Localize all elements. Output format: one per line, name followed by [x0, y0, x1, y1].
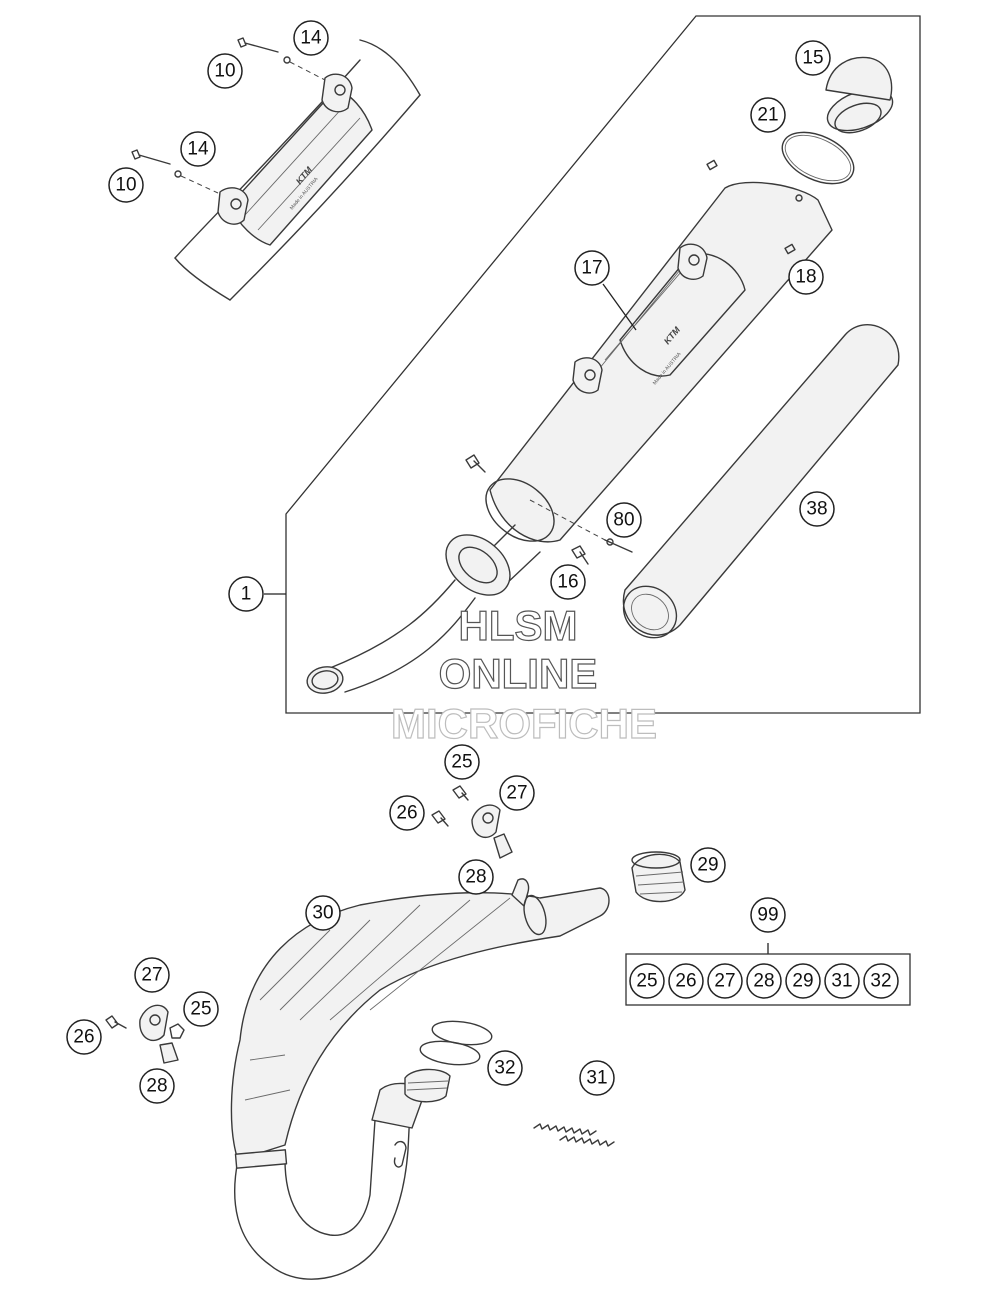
svg-text:16: 16	[557, 572, 578, 593]
silencer-outer-sleeve	[622, 324, 900, 639]
callout-27-upper: 27	[499, 775, 535, 811]
callout-28-lower: 28	[139, 1068, 175, 1104]
svg-text:28: 28	[465, 867, 486, 888]
watermark: HLSM ONLINE MICROFICHE	[390, 601, 657, 747]
callout-10-upper: 10	[207, 53, 243, 89]
callout-26-lower: 26	[66, 1019, 102, 1055]
svg-text:26: 26	[675, 971, 696, 992]
svg-text:32: 32	[870, 971, 891, 992]
callout-1: 1	[228, 576, 264, 612]
lower-bracket-set	[105, 1004, 185, 1064]
callout-14-lower: 14	[180, 131, 216, 167]
header-o-ring-lower	[419, 1040, 481, 1066]
kit-item-27: 27	[707, 963, 743, 999]
callout-99: 99	[750, 897, 786, 933]
callout-25-lower: 25	[183, 991, 219, 1027]
inset-muffler-mount: KTM Made in AUSTRIA	[131, 37, 421, 301]
callout-18: 18	[788, 259, 824, 295]
svg-text:31: 31	[831, 971, 852, 992]
svg-text:28: 28	[753, 971, 774, 992]
callout-25-upper: 25	[444, 744, 480, 780]
svg-text:17: 17	[581, 258, 602, 279]
callout-38: 38	[799, 491, 835, 527]
callout-21: 21	[750, 97, 786, 133]
svg-text:25: 25	[451, 752, 472, 773]
leader-lines	[264, 283, 769, 954]
svg-text:26: 26	[73, 1027, 94, 1048]
svg-text:14: 14	[300, 28, 322, 49]
watermark-line-2: ONLINE	[439, 650, 598, 697]
kit-item-28: 28	[746, 963, 782, 999]
callout-15: 15	[795, 40, 831, 76]
callout-29: 29	[690, 847, 726, 883]
o-ring	[781, 131, 855, 185]
svg-text:29: 29	[697, 855, 718, 876]
svg-text:15: 15	[802, 48, 823, 69]
callout-30: 30	[305, 895, 341, 931]
svg-text:18: 18	[795, 267, 816, 288]
svg-text:27: 27	[506, 783, 527, 804]
kit-item-32: 32	[863, 963, 899, 999]
svg-text:30: 30	[312, 903, 333, 924]
exhaust-header-pipe	[230, 878, 610, 1280]
svg-text:10: 10	[214, 61, 235, 82]
watermark-line-3: MICROFICHE	[391, 700, 657, 747]
kit-item-26: 26	[668, 963, 704, 999]
svg-text:21: 21	[757, 105, 778, 126]
svg-text:31: 31	[586, 1068, 607, 1089]
kit-item-29: 29	[785, 963, 821, 999]
callout-14-upper: 14	[293, 20, 329, 56]
callout-10-lower: 10	[108, 167, 144, 203]
kit-1-frame	[285, 15, 921, 714]
kit-item-31: 31	[824, 963, 860, 999]
mounting-screws	[465, 454, 633, 565]
svg-text:27: 27	[141, 965, 162, 986]
silencer-inlet-pipe	[306, 524, 541, 694]
svg-text:10: 10	[115, 175, 136, 196]
kit-99-box: 25 26 27 28 29 31 32	[625, 953, 911, 1006]
svg-text:80: 80	[613, 510, 634, 531]
rubber-boot	[631, 851, 686, 903]
svg-text:38: 38	[806, 499, 827, 520]
upper-bracket-set	[431, 785, 513, 859]
svg-text:32: 32	[494, 1058, 515, 1079]
silencer-body: KTM Made in AUSTRIA	[485, 159, 833, 543]
callout-17: 17	[574, 250, 610, 286]
svg-text:25: 25	[636, 971, 657, 992]
svg-text:14: 14	[187, 139, 209, 160]
svg-text:28: 28	[146, 1076, 167, 1097]
svg-text:1: 1	[241, 584, 252, 605]
callout-27-lower: 27	[134, 957, 170, 993]
callout-80: 80	[606, 502, 642, 538]
svg-text:99: 99	[757, 905, 778, 926]
svg-text:26: 26	[396, 803, 417, 824]
callout-28-upper: 28	[458, 859, 494, 895]
callout-16: 16	[550, 564, 586, 600]
callout-31: 31	[579, 1060, 615, 1096]
exhaust-springs	[533, 1123, 615, 1147]
watermark-line-1: HLSM	[459, 602, 578, 649]
callout-26-upper: 26	[389, 795, 425, 831]
callout-32: 32	[487, 1050, 523, 1086]
kit-item-25: 25	[629, 963, 665, 999]
svg-text:27: 27	[714, 971, 735, 992]
silencer-end-cap	[825, 56, 894, 134]
svg-text:25: 25	[190, 999, 211, 1020]
svg-text:29: 29	[792, 971, 813, 992]
